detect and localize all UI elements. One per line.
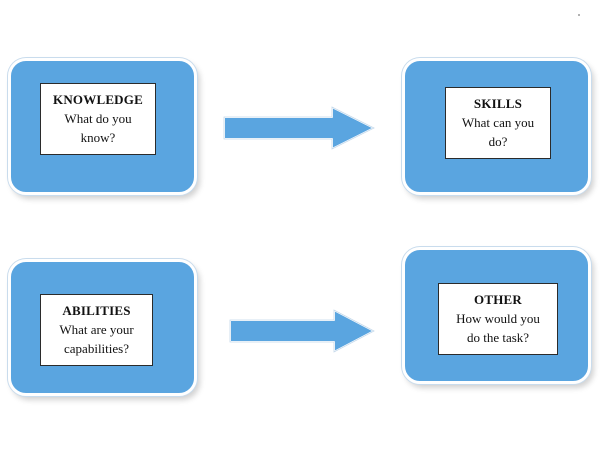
other-title: OTHER [474, 292, 522, 307]
skills-title: SKILLS [473, 96, 523, 111]
other-question-line1: How would you [456, 311, 540, 326]
knowledge-label-box: KNOWLEDGE What do you know? [40, 83, 156, 155]
skills-box: SKILLS What can you do? [402, 58, 591, 195]
knowledge-question-line1: What do you [64, 111, 132, 126]
knowledge-title: KNOWLEDGE [53, 92, 143, 107]
other-question-line2: do the task? [466, 330, 530, 345]
knowledge-question-line2: know? [80, 130, 116, 145]
abilities-question-line2: capabilities? [64, 341, 129, 356]
skills-question-line2: do? [488, 134, 508, 149]
abilities-label-box: ABILITIES What are your capabilities? [40, 294, 153, 366]
right-arrow-icon [223, 106, 375, 150]
knowledge-box: KNOWLEDGE What do you know? [8, 58, 197, 195]
right-arrow-icon [229, 309, 375, 353]
other-label-box: OTHER How would you do the task? [438, 283, 558, 355]
abilities-box: ABILITIES What are your capabilities? [8, 259, 197, 396]
corner-dot [578, 14, 580, 16]
skills-label-box: SKILLS What can you do? [445, 87, 551, 159]
skills-question-line1: What can you [461, 115, 535, 130]
abilities-question-line1: What are your [59, 322, 134, 337]
other-box: OTHER How would you do the task? [402, 247, 591, 384]
abilities-title: ABILITIES [62, 303, 131, 318]
